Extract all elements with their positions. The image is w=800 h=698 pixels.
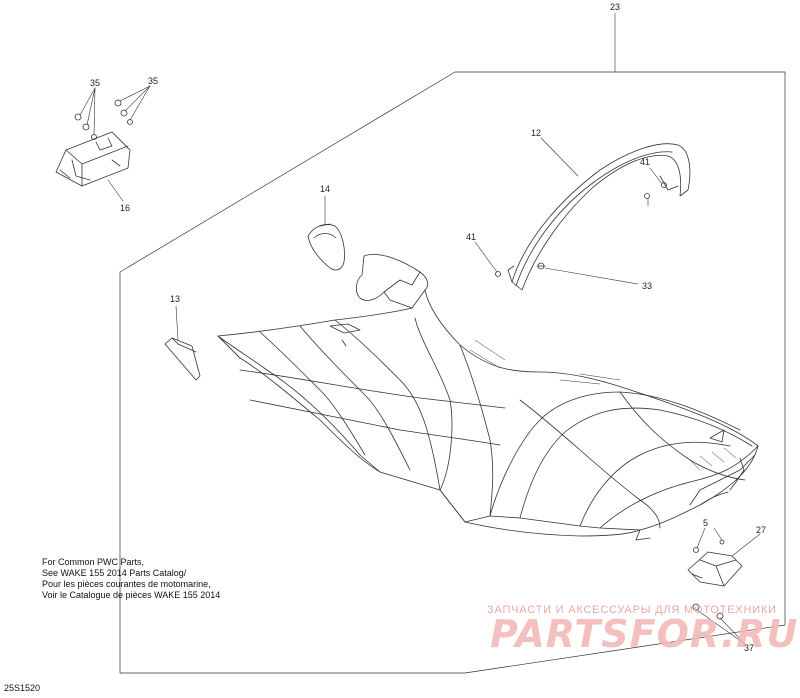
callout-35-left: 35 [90,78,100,88]
trim-13-part [164,337,201,381]
callout-13: 13 [170,294,180,304]
leader-lines [79,12,761,645]
callout-5: 5 [703,518,708,528]
note-line-4: Voir le Catalogue de pièces WAKE 155 201… [42,590,221,600]
callout-14: 14 [320,184,330,194]
cover-14-part [307,223,345,271]
note-line-3: Pour les pièces courantes de motomarine, [42,579,211,589]
callout-33: 33 [642,281,652,291]
handle-fasteners [495,182,667,277]
callout-41-right: 41 [640,157,650,167]
callout-27: 27 [756,525,766,535]
watermark-tagline: ЗАПЧАСТИ И АКСЕССУАРЫ ДЛЯ МОТОТЕХНИКИ [487,604,777,616]
note-line-2: See WAKE 155 2014 Parts Catalog/ [42,568,187,578]
grab-handle-part [507,143,691,291]
diagram-id: 25S1520 [4,683,41,693]
callout-37: 37 [744,643,754,653]
callout-12: 12 [531,128,541,138]
callout-35-right: 35 [148,76,158,86]
latch-27-part [687,539,743,620]
assembly-boundary [119,71,786,674]
watermark-logo: PARTSFOR.RU [490,612,799,656]
catalog-note: For Common PWC Parts, See WAKE 155 2014 … [42,557,220,601]
callout-23: 23 [610,2,620,12]
seat-shading [469,339,737,471]
note-line-1: For Common PWC Parts, [42,557,145,567]
seat-part [217,254,759,541]
bracket-16-part [55,131,131,187]
callout-16: 16 [120,203,130,213]
screws-35 [74,99,133,140]
callout-41-left: 41 [466,232,476,242]
